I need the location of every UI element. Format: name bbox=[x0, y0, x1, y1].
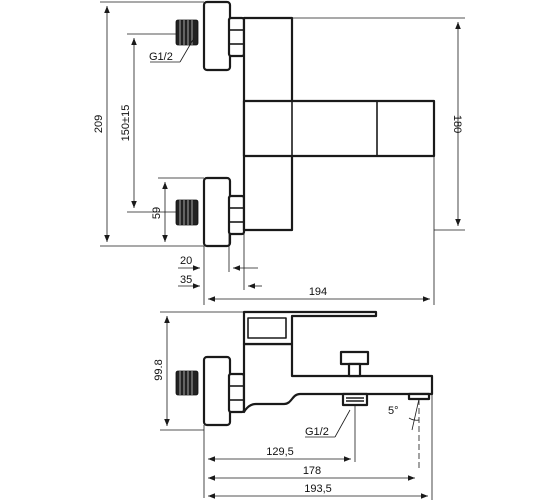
dim-193-5-label: 193,5 bbox=[304, 483, 332, 495]
dim-spout-height: 180 bbox=[292, 17, 465, 231]
dim-99-8-label: 99.8 bbox=[153, 359, 165, 380]
thread-label-top: G1/2 bbox=[149, 51, 173, 63]
side-wall-plate bbox=[202, 355, 232, 427]
dim-spout-length: 178 bbox=[208, 465, 415, 481]
thread-callout-side: G1/2 bbox=[305, 409, 351, 438]
faucet-body-side bbox=[242, 310, 434, 414]
upper-wall-plate bbox=[202, 0, 232, 72]
upper-inlet-knob bbox=[175, 19, 199, 46]
dim-178-label: 178 bbox=[303, 465, 321, 477]
faucet-body-top bbox=[242, 16, 436, 232]
side-inlet-assembly bbox=[175, 355, 246, 427]
dim-lower-inlet: 59 bbox=[151, 177, 204, 242]
angle-callout: 5° bbox=[388, 398, 420, 470]
side-body-spout bbox=[242, 342, 434, 414]
lower-inlet-knob bbox=[175, 199, 199, 226]
diverter-knob bbox=[339, 350, 370, 366]
dim-180-label: 180 bbox=[451, 115, 463, 133]
angle-label: 5° bbox=[388, 405, 399, 417]
dim-overall-height: 209 bbox=[93, 1, 204, 247]
thread-label-side: G1/2 bbox=[305, 426, 329, 438]
dim-194-label: 194 bbox=[309, 286, 327, 298]
dim-59-label: 59 bbox=[151, 207, 163, 219]
dim-offset-20: 20 bbox=[178, 234, 258, 305]
dim-inlet-spacing: 150±15 bbox=[120, 33, 176, 213]
thread-callout-top: G1/2 bbox=[149, 37, 195, 63]
side-view: 99.8 G1/2 5° 129,5 178 bbox=[153, 310, 434, 500]
upper-nut bbox=[227, 16, 246, 58]
shower-outlet bbox=[341, 392, 369, 407]
dim-209-label: 209 bbox=[93, 115, 105, 133]
upper-inlet-assembly bbox=[175, 0, 246, 72]
dim-body-height: 99.8 bbox=[153, 311, 244, 431]
dim-150-label: 150±15 bbox=[120, 105, 132, 142]
side-nut bbox=[227, 372, 246, 414]
dim-overall-width: 194 bbox=[208, 156, 435, 305]
top-view: 209 150±15 G1/2 59 180 bbox=[93, 0, 465, 305]
lower-inlet-assembly bbox=[175, 176, 246, 248]
lever-handle bbox=[242, 310, 378, 346]
dim-overall-length: 193,5 bbox=[208, 394, 433, 500]
dim-outlet-distance: 129,5 bbox=[203, 405, 356, 498]
dim-129-5-label: 129,5 bbox=[266, 446, 294, 458]
dim-35-label: 35 bbox=[180, 274, 192, 286]
spout-top bbox=[242, 99, 436, 158]
lower-wall-plate bbox=[202, 176, 232, 248]
diverter-stem bbox=[347, 362, 362, 378]
side-inlet-knob bbox=[175, 370, 199, 396]
dim-20-label: 20 bbox=[180, 255, 192, 267]
spout-aerator bbox=[407, 392, 431, 401]
lower-nut bbox=[227, 194, 246, 236]
dim-offset-35: 35 bbox=[178, 274, 262, 289]
